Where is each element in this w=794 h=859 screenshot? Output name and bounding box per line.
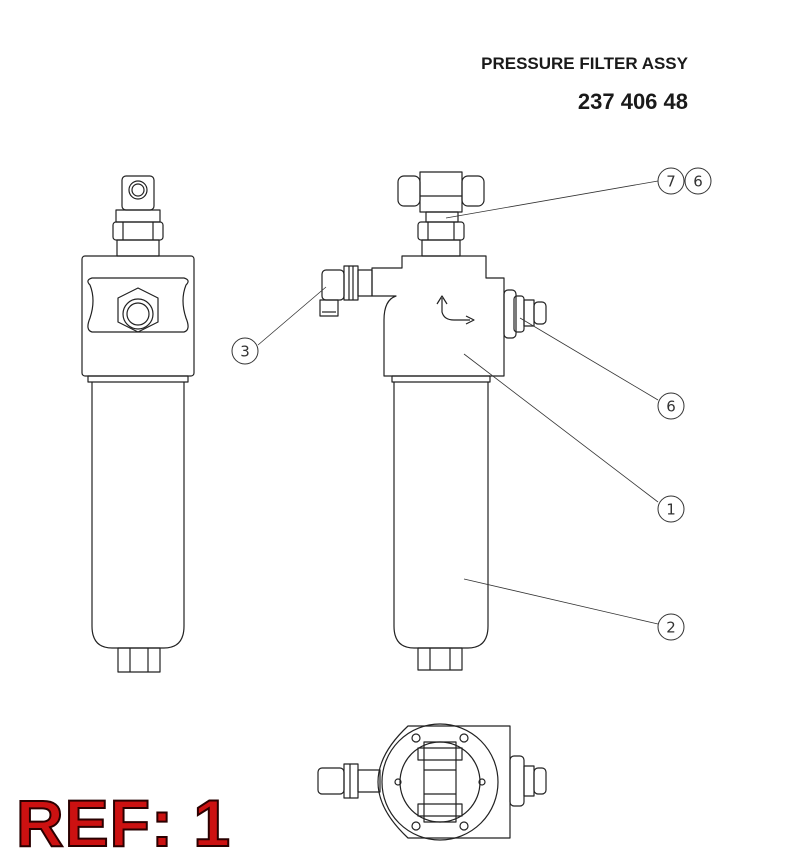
callout-3: 3: [231, 337, 259, 365]
callout-label: 3: [240, 343, 250, 361]
callout-label: 1: [666, 501, 676, 519]
drawing-title: PRESSURE FILTER ASSY: [481, 54, 688, 73]
reference-label: REF: 1: [15, 786, 232, 859]
callout-2: 2: [657, 613, 685, 641]
leader-lines: [257, 180, 659, 625]
part-number: 237 406 48: [577, 89, 688, 114]
callout-6: 6: [657, 392, 685, 420]
callout-label: 2: [666, 619, 676, 637]
callout-label: 6: [666, 398, 676, 416]
callout-7-6: 7 6: [657, 167, 712, 195]
top-view: [317, 723, 547, 841]
callout-label: 7: [666, 173, 676, 191]
front-view: [81, 175, 195, 673]
callout-label: 6: [693, 173, 703, 191]
callout-1: 1: [657, 495, 685, 523]
side-view: [319, 171, 547, 671]
